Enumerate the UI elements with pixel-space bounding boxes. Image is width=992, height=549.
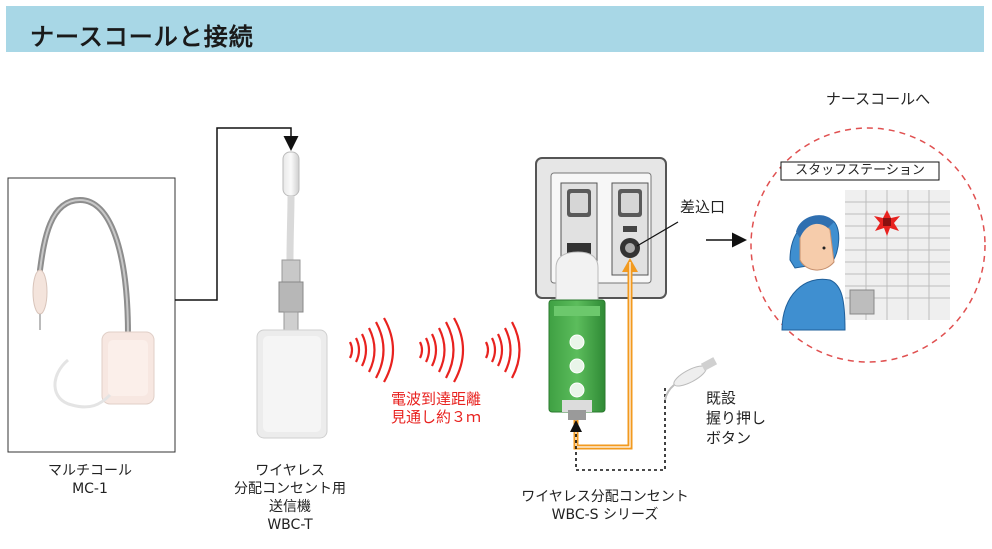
radio-range-line1: 電波到達距離 (390, 390, 481, 408)
grip-button-line2: 握り押し (706, 409, 767, 427)
grip-button-label: 既設 握り押し ボタン (706, 388, 786, 448)
radio-waves (349, 317, 521, 383)
outlet-model: WBC-S シリーズ (551, 507, 659, 523)
transmitter-label: ワイヤレス 分配コンセント用 送信機 WBC-T (210, 462, 370, 534)
transmitter-device (256, 151, 328, 439)
inlet-label: 差込口 (680, 198, 726, 216)
transmitter-line1: ワイヤレス (255, 463, 325, 479)
transmitter-line2: 分配コンセント用 (234, 481, 346, 497)
wbc-s-device (548, 251, 606, 420)
dashed-arrow-head (570, 420, 582, 432)
radio-range-label: 電波到達距離 見通し約３ｍ (366, 390, 506, 426)
grip-button-line3: ボタン (706, 429, 752, 447)
multicall-label: マルチコール MC-1 (30, 462, 150, 498)
nurse-station-illustration (750, 127, 986, 363)
transmitter-line3: 送信機 (269, 499, 311, 515)
multicall-device (7, 177, 176, 453)
header-bar: ナースコールと接続 (6, 6, 984, 52)
page-title: ナースコールと接続 (30, 23, 254, 51)
transmitter-model: WBC-T (267, 517, 313, 533)
multicall-model: MC-1 (72, 481, 108, 497)
outlet-name: ワイヤレス分配コンセント (521, 489, 689, 505)
radio-range-line2: 見通し約３ｍ (390, 408, 481, 426)
button-dashed-line (575, 388, 666, 471)
nurse-call-label: ナースコールへ (825, 90, 931, 108)
grip-button-line1: 既設 (706, 389, 737, 407)
staff-station-box (780, 161, 940, 181)
outlet-label: ワイヤレス分配コンセント WBC-S シリーズ (500, 488, 710, 524)
multicall-name: マルチコール (48, 463, 132, 479)
grip-button-device (664, 357, 718, 401)
staff-station-label: スタッフステーション (795, 163, 925, 178)
mc1-connection-line (175, 127, 299, 301)
inlet-pointer-line (636, 221, 679, 247)
